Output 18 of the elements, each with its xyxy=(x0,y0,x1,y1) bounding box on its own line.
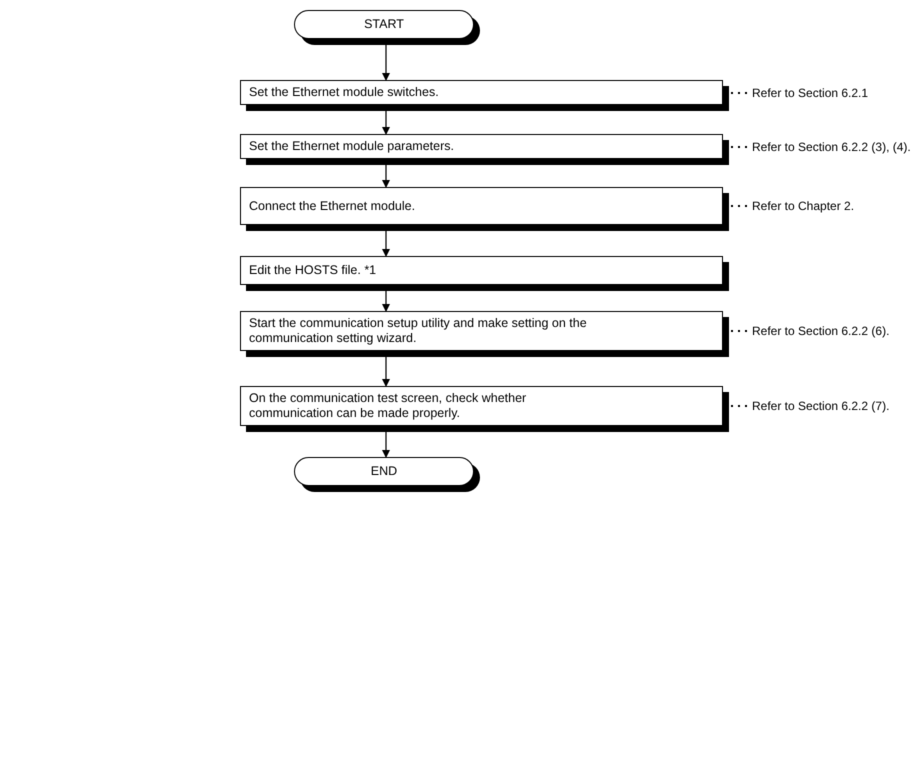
dotted-leader xyxy=(731,205,750,207)
reference-note: Refer to Section 6.2.2 (6). xyxy=(752,324,890,338)
dotted-leader xyxy=(731,92,750,94)
step-text: Edit the HOSTS file. *1 xyxy=(249,263,376,278)
reference-note: Refer to Section 6.2.2 (3), (4). xyxy=(752,140,911,154)
dotted-leader xyxy=(731,405,750,407)
step-text: START xyxy=(364,17,404,32)
reference-note: Refer to Section 6.2.2 (7). xyxy=(752,399,890,413)
step-text: END xyxy=(370,464,398,479)
step-text: Set the Ethernet module switches. xyxy=(249,85,439,100)
step-text: On the communication test screen, check whether communication can be made properly. xyxy=(249,391,528,421)
reference-note: Refer to Chapter 2. xyxy=(752,199,854,213)
step-text: Connect the Ethernet module. xyxy=(249,198,416,214)
dotted-leader xyxy=(731,330,750,332)
step-text: Start the communication setup utility and make setting on the communication setting wizard. xyxy=(249,316,588,346)
reference-note: Refer to Section 6.2.1 xyxy=(752,86,868,100)
dotted-leader xyxy=(731,146,750,148)
step-text: Set the Ethernet module parameters. xyxy=(249,139,454,154)
